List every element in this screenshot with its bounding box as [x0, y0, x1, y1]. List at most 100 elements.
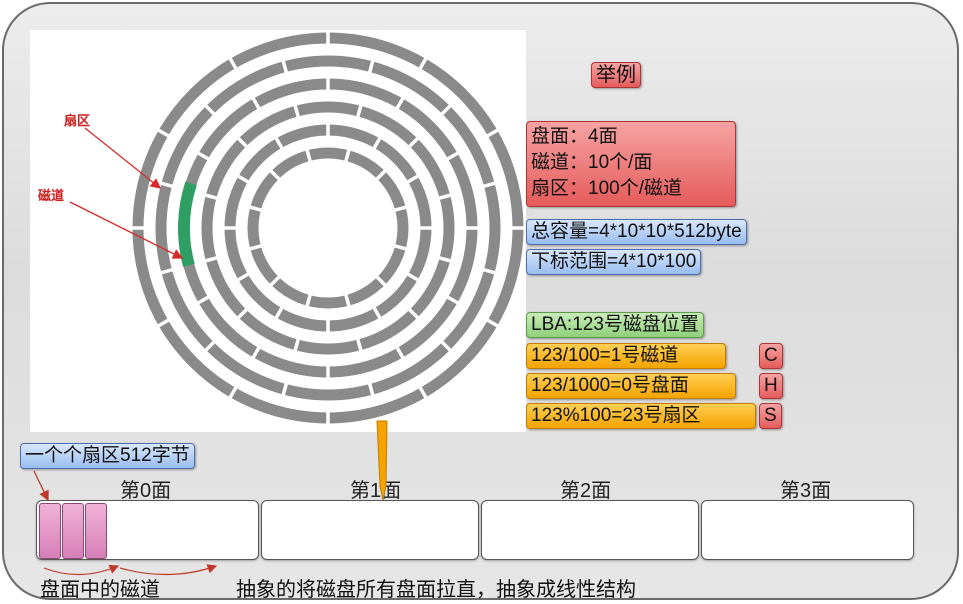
- sector-gap: [204, 193, 218, 201]
- sector-gap: [406, 272, 420, 282]
- sector-gap: [305, 293, 312, 308]
- lba-row-head: 123/1000=0号盘面: [526, 373, 736, 399]
- sector-gap: [251, 346, 261, 360]
- disk-panel: 扇区 磁道: [30, 30, 526, 432]
- sector-gap: [482, 181, 497, 189]
- caption-abstract: 抽象的将磁盘所有盘面拉直，抽象成线性结构: [236, 579, 636, 601]
- track-curve-1: [43, 564, 120, 576]
- lba-letter-s: S: [759, 403, 782, 429]
- sector-gap: [204, 104, 216, 116]
- label-arrows: [69, 127, 184, 259]
- sector-gap: [418, 386, 428, 400]
- sector-gap: [204, 255, 218, 263]
- sector-gap: [407, 307, 420, 320]
- sector-gap: [393, 244, 408, 251]
- sector-gap: [293, 338, 301, 352]
- sector-gap: [228, 56, 238, 70]
- sector-gap: [204, 340, 216, 352]
- sector-gap: [438, 255, 452, 263]
- specs-box: 盘面：4面 磁道：10个/面 扇区：100个/磁道: [526, 121, 736, 207]
- track-ring: [247, 147, 409, 309]
- sector-gap: [372, 136, 382, 150]
- sector-gap: [375, 169, 387, 181]
- sector-arrow: [84, 127, 162, 189]
- spec-tracks: 磁道：10个/面: [531, 152, 653, 173]
- lba-letter-c: C: [759, 343, 783, 369]
- face-pointer-arrow: [376, 420, 388, 501]
- sector-gap: [438, 193, 452, 201]
- sector-gap: [486, 318, 500, 328]
- sector-gap: [482, 267, 497, 275]
- track-arrow: [69, 201, 184, 259]
- face-title-0: 第0面: [120, 480, 172, 502]
- sector-cell: [85, 503, 107, 559]
- sector-gap: [269, 169, 281, 181]
- sector-size-note: 一个个扇区512字节: [20, 443, 195, 469]
- face-block-1: [261, 500, 479, 560]
- sector-gap: [440, 104, 452, 116]
- face-block-3: [701, 500, 914, 560]
- sector-gap: [344, 293, 351, 308]
- sector-gap: [395, 346, 405, 360]
- lba-row-sector: 123%100=23号扇区: [526, 403, 756, 429]
- sector-gap: [375, 275, 387, 287]
- sector-gap: [344, 148, 351, 163]
- sector-gap: [407, 136, 420, 149]
- sector-gap: [395, 96, 405, 110]
- sector-gap: [159, 181, 174, 189]
- sector-gap: [440, 340, 452, 352]
- sector-gap: [159, 267, 174, 275]
- sector-gap: [446, 151, 460, 161]
- face-block-2: [481, 500, 699, 560]
- sector-cell: [62, 503, 84, 559]
- sector-label: 扇区: [64, 114, 91, 129]
- sector-gap: [228, 386, 238, 400]
- sector-gap: [406, 174, 420, 184]
- sector-gap: [418, 56, 428, 70]
- sector-gap: [281, 59, 289, 74]
- sector-cell: [39, 503, 61, 559]
- example-title-box: 举例: [591, 62, 641, 88]
- face-title-2: 第2面: [560, 480, 612, 502]
- sector-gap: [156, 128, 170, 138]
- index-range-box: 下标范围=4*10*100: [526, 249, 702, 275]
- sector-gap: [355, 338, 363, 352]
- note-to-sector-arrow: [33, 470, 49, 502]
- sector-gap: [367, 59, 375, 74]
- sector-gap: [355, 104, 363, 118]
- track-ring: [155, 55, 501, 401]
- face-title-1: 第1面: [350, 480, 402, 502]
- sector-gap: [156, 318, 170, 328]
- track-label: 磁道: [38, 189, 65, 204]
- track-curve-2: [119, 564, 218, 576]
- sector-gap: [372, 306, 382, 320]
- sector-gap: [236, 307, 249, 320]
- sector-gap: [274, 136, 284, 150]
- face-title-3: 第3面: [780, 480, 832, 502]
- sector-gap: [293, 104, 301, 118]
- sector-gap: [196, 295, 210, 305]
- disk-platter-diagram: [131, 31, 525, 425]
- lba-letter-h: H: [759, 373, 783, 399]
- sector-gap: [251, 96, 261, 110]
- spec-faces: 盘面：4面: [531, 126, 618, 147]
- sector-gap: [305, 148, 312, 163]
- sector-gap: [281, 382, 289, 397]
- sector-gap: [486, 128, 500, 138]
- sector-gap: [236, 136, 249, 149]
- lba-title-box: LBA:123号磁盘位置: [526, 312, 704, 338]
- sector-gap: [269, 275, 281, 287]
- sector-gap: [196, 151, 210, 161]
- caption-track-in-face: 盘面中的磁道: [40, 579, 160, 601]
- track-ring: [201, 101, 455, 355]
- capacity-box: 总容量=4*10*10*512byte: [526, 219, 747, 245]
- highlighted-sector: [178, 181, 197, 267]
- sector-gap: [236, 272, 250, 282]
- sector-gap: [248, 244, 263, 251]
- spec-sectors: 扇区：100个/磁道: [531, 178, 682, 199]
- lba-row-cylinder: 123/100=1号磁道: [526, 343, 726, 369]
- sector-gap: [248, 205, 263, 212]
- sector-gap: [274, 306, 284, 320]
- sector-gap: [393, 205, 408, 212]
